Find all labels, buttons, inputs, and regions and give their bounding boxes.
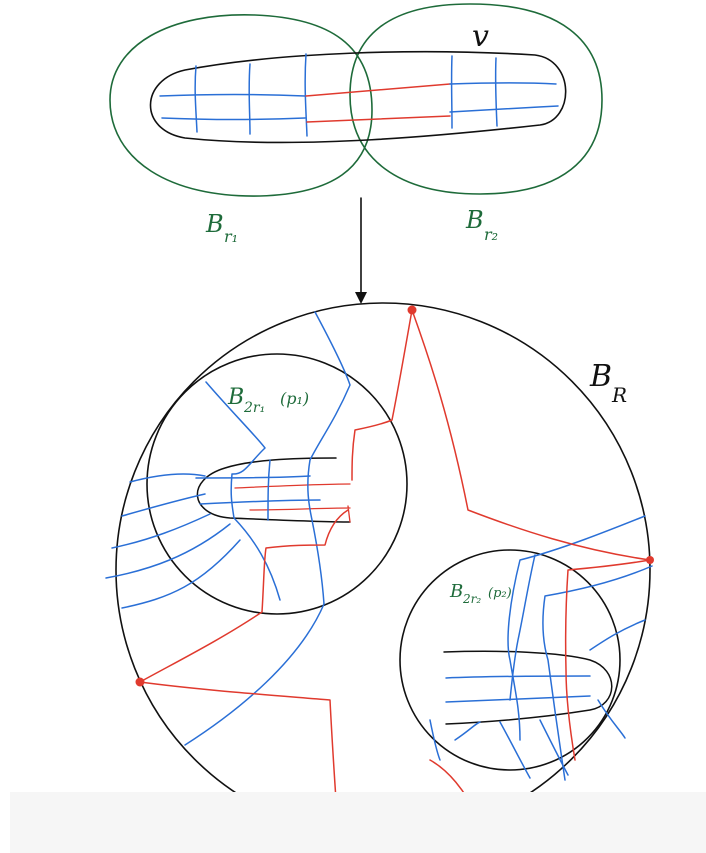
ball-b2r1 — [146, 353, 408, 615]
label-v: v — [472, 19, 489, 54]
ball-br1-outline — [109, 14, 373, 197]
grid-right — [449, 55, 559, 129]
svg-text:B: B — [449, 581, 463, 602]
svg-text:B: B — [227, 385, 244, 410]
svg-text:2r₂: 2r₂ — [462, 592, 481, 606]
ball-b2r2 — [399, 549, 621, 771]
svg-text:B: B — [589, 359, 612, 394]
bottom-figure — [105, 302, 654, 838]
svg-text:r₂: r₂ — [484, 225, 498, 244]
red-curves — [139, 309, 651, 819]
point-right — [646, 556, 654, 564]
svg-text:2r₁: 2r₁ — [243, 400, 265, 416]
domain-left-outline — [196, 457, 351, 523]
ball-br2-outline — [349, 3, 603, 195]
svg-text:B: B — [465, 206, 484, 234]
domain-left-red-stub — [234, 483, 351, 523]
red-points — [135, 305, 654, 822]
svg-text:(p₁): (p₁) — [280, 389, 309, 408]
label-b-R: B R — [589, 359, 627, 407]
svg-text:(p₂): (p₂) — [488, 586, 512, 601]
grid-left — [159, 53, 308, 137]
connecting-paths-top — [305, 83, 451, 123]
label-b-2r2: B 2r₂ (p₂) — [449, 581, 512, 606]
label-b-2r1: B 2r₁ (p₁) — [227, 385, 309, 416]
point-left — [135, 677, 145, 687]
top-figure — [109, 3, 603, 304]
label-b-r2: B r₂ — [465, 206, 498, 244]
domain-v-outline — [149, 50, 567, 144]
domain-right-outline — [443, 650, 613, 725]
point-top — [407, 305, 417, 315]
label-b-r1: B r₁ — [205, 210, 238, 246]
svg-text:R: R — [611, 383, 627, 407]
svg-text:r₁: r₁ — [224, 227, 238, 246]
svg-text:B: B — [205, 210, 224, 238]
down-arrow — [355, 197, 367, 304]
blue-curves — [105, 311, 653, 781]
footer-bar — [10, 792, 706, 853]
